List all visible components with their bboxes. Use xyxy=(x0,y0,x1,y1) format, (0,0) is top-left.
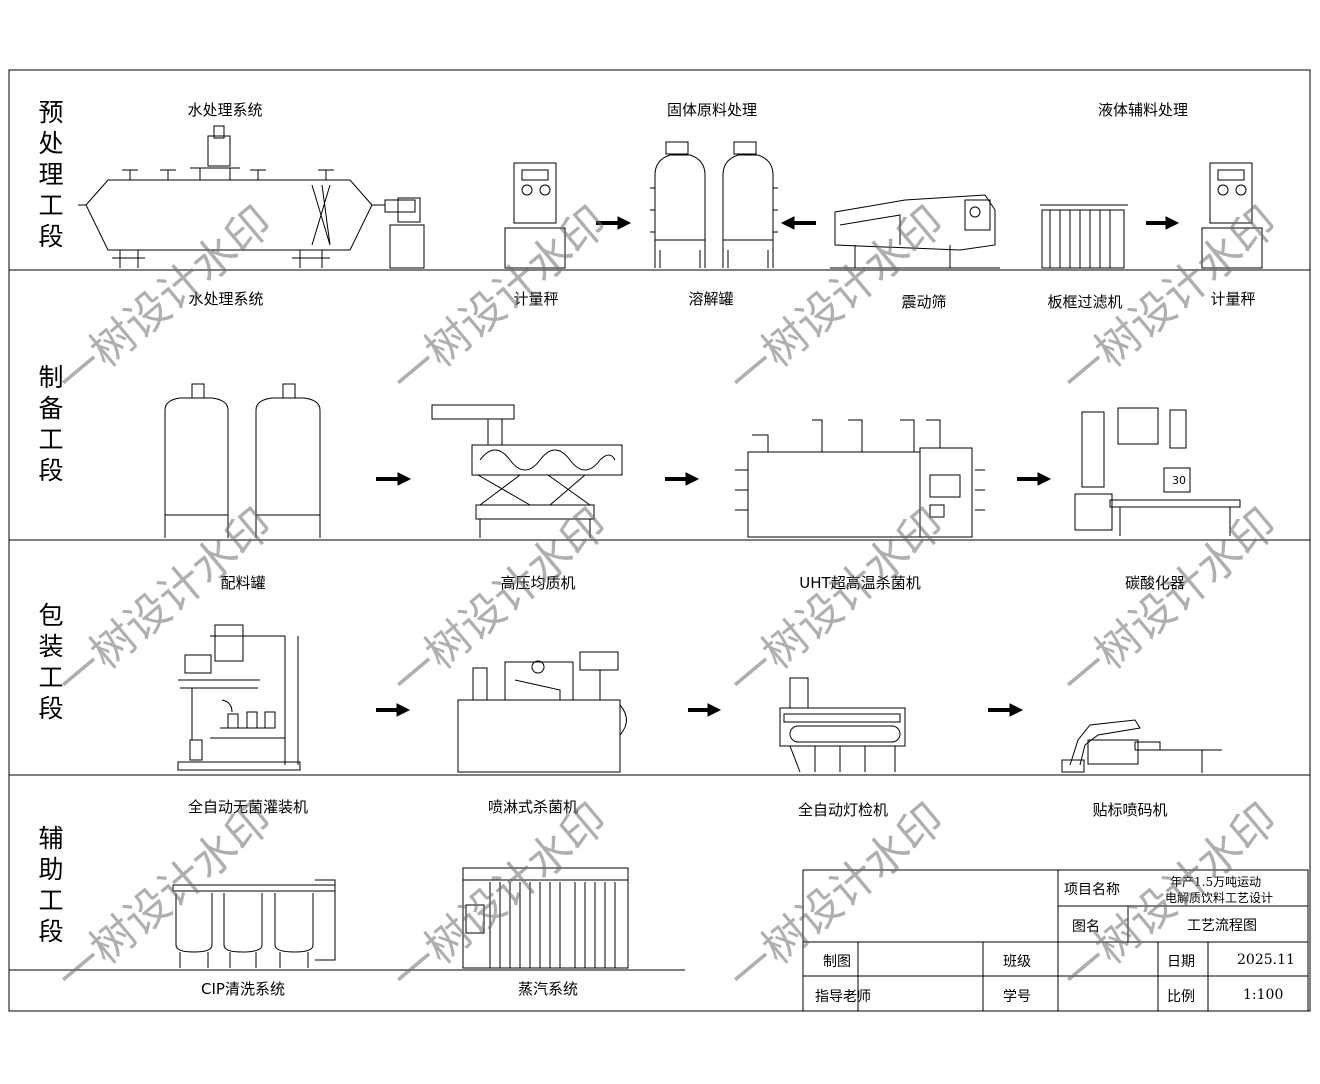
horizontal-tank-water-treatment xyxy=(78,125,425,269)
project-name-line1: 年产1.5万吨运动 xyxy=(1170,875,1262,889)
drawer-label: 制图 xyxy=(823,954,851,970)
label-dissolving-tank: 溶解罐 xyxy=(688,290,734,308)
control-panel-2 xyxy=(1201,162,1263,269)
vibrating-screen-machine xyxy=(830,194,1000,269)
stage-label-char: 段 xyxy=(38,694,64,723)
dissolving-columns xyxy=(650,141,778,268)
stage-label-text: 辅助工段 xyxy=(36,823,66,947)
stage-label-char: 处 xyxy=(38,129,64,158)
stage-label-pretreatment: 预处理工段 xyxy=(36,97,66,252)
stage-label-text: 包装工段 xyxy=(36,600,66,724)
flow-arrow xyxy=(596,216,632,230)
class-label: 班级 xyxy=(1003,954,1031,970)
label-liquid-auxiliary: 液体辅料处理 xyxy=(1097,101,1189,119)
stage-label-char: 段 xyxy=(38,456,64,485)
uht-sterilizer xyxy=(779,677,906,773)
label-plate-filter: 板框过滤机 xyxy=(1047,293,1123,311)
stage-label-char: 制 xyxy=(38,363,64,392)
stage-label-char: 助 xyxy=(38,855,64,884)
stage-label-preparation: 制备工段 xyxy=(36,362,66,486)
vertical-storage-tanks xyxy=(164,383,321,538)
label-water-treatment: 水处理系统 xyxy=(187,101,263,119)
cip-cleaning-tanks xyxy=(172,879,336,968)
label-cip-system: CIP清洗系统 xyxy=(201,980,285,998)
carbonator-robot xyxy=(1061,719,1222,773)
project-name-line2: 电解质饮料工艺设计 xyxy=(1165,891,1274,905)
stage-label-char: 预 xyxy=(38,98,64,127)
flow-arrow xyxy=(988,703,1024,717)
stage-label-char: 理 xyxy=(38,160,64,189)
drawing-name-value: 工艺流程图 xyxy=(1187,918,1257,934)
scale-label: 比例 xyxy=(1167,989,1195,1005)
stage-label-text: 制备工段 xyxy=(36,362,66,486)
flow-arrow xyxy=(688,703,722,717)
stage-label-char: 辅 xyxy=(38,824,64,853)
label-steam-system: 蒸汽系统 xyxy=(517,980,579,998)
flow-arrow xyxy=(1017,472,1052,486)
label-solid-raw-material: 固体原料处理 xyxy=(666,101,758,119)
label-weigher: 计量秤 xyxy=(513,290,559,308)
flow-arrow xyxy=(665,472,700,486)
high-pressure-homogenizer xyxy=(457,651,627,773)
advisor-label: 指导老师 xyxy=(815,989,871,1005)
flow-arrow xyxy=(376,703,411,717)
date-label: 日期 xyxy=(1167,954,1195,970)
stage-label-char: 备 xyxy=(38,394,64,423)
stage-label-char: 段 xyxy=(38,917,64,946)
stage-label-char: 工 xyxy=(38,425,64,454)
label-homogenizer: 高压均质机 xyxy=(500,574,576,592)
project-name-label: 项目名称 xyxy=(1064,882,1120,898)
stage-label-char: 包 xyxy=(38,601,64,630)
drawing-name-label: 图名 xyxy=(1072,919,1100,935)
stage-label-char: 工 xyxy=(38,663,64,692)
title-block-grid xyxy=(802,869,1309,1012)
stage-label-packaging: 包装工段 xyxy=(36,600,66,724)
flow-arrow xyxy=(376,472,412,486)
label-batching-tank: 配料罐 xyxy=(220,574,266,592)
label-carbonator: 碳酸化器 xyxy=(1124,574,1186,592)
stage-label-char: 工 xyxy=(38,191,64,220)
date-value: 2025.11 xyxy=(1237,952,1295,968)
batching-tank-rig xyxy=(177,624,301,771)
label-light-inspection: 全自动灯检机 xyxy=(797,801,889,819)
scale-value: 1:100 xyxy=(1243,987,1284,1003)
filling-weigher-line xyxy=(1074,407,1241,536)
label-vibrating-screen: 震动筛 xyxy=(901,293,947,311)
plate-frame-filter-machine xyxy=(1040,204,1128,269)
flow-arrows xyxy=(376,216,1180,717)
flow-arrow xyxy=(780,216,816,230)
screw-conveyor-weigher xyxy=(431,404,623,538)
stage-label-auxiliary: 辅助工段 xyxy=(36,823,66,947)
label-weigher-2: 计量秤 xyxy=(1210,290,1256,308)
stage-label-char: 工 xyxy=(38,886,64,915)
steam-system-manifold xyxy=(462,867,629,969)
stage-label-char: 段 xyxy=(38,222,64,251)
label-spray-sterilizer: 喷淋式杀菌机 xyxy=(487,798,579,816)
label-labeling-coding: 贴标喷码机 xyxy=(1092,801,1168,819)
label-uht-sterilizer: UHT超高温杀菌机 xyxy=(799,574,921,592)
label-aseptic-filler: 全自动无菌灌装机 xyxy=(187,798,309,816)
label-water-treatment-2: 水处理系统 xyxy=(188,290,264,308)
dissolving-tank-system xyxy=(735,419,985,538)
control-panel-1 xyxy=(504,162,566,269)
stage-label-char: 装 xyxy=(38,632,64,661)
stage-label-text: 预处理工段 xyxy=(36,97,66,252)
weigh-display-value: 30 xyxy=(1172,474,1186,487)
flow-arrow xyxy=(1146,216,1180,230)
student-id-label: 学号 xyxy=(1003,989,1031,1005)
